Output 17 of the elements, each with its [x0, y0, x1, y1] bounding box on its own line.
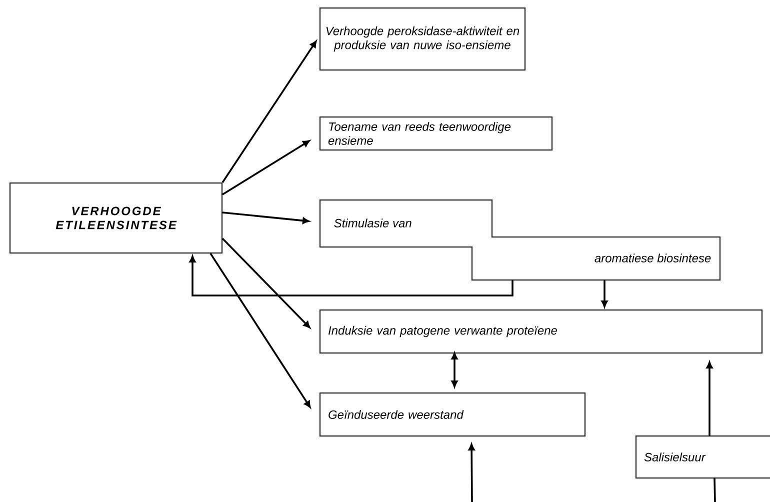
arrow: [210, 253, 311, 408]
process-box: Toename van reeds teenwoordige ensieme: [320, 116, 552, 150]
arrow: [222, 238, 310, 328]
process-box: Induksie van patogene verwante proteïene: [320, 310, 762, 354]
arrow: [222, 40, 317, 183]
stepped-box: Stimulasie van aromatiese biosintese: [320, 200, 720, 280]
arrow: [468, 444, 475, 502]
arrow: [189, 256, 514, 296]
process-box: Salisielsuur: [636, 436, 770, 478]
arrow: [222, 212, 310, 224]
process-box: Verhoogde peroksidase-aktiwiteit en produksie van nuwe iso-ensieme: [320, 8, 526, 70]
arrow: [706, 362, 713, 436]
process-box: VERHOOGDE ETILEENSINTESE: [10, 182, 222, 254]
arrow: [451, 352, 458, 388]
process-box: Geïnduseerde weerstand: [320, 392, 586, 436]
arrow: [601, 280, 608, 308]
arrow: [222, 140, 310, 196]
